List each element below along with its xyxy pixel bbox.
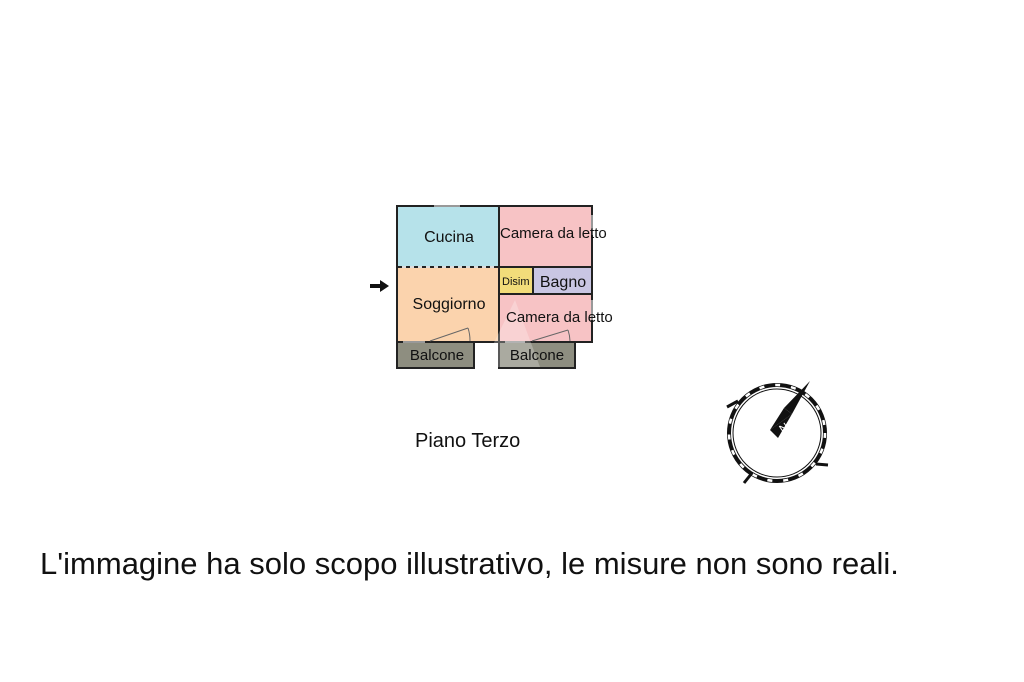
room-label-balcone-left: Balcone	[410, 347, 464, 364]
room-label-disim: Disim	[502, 276, 530, 288]
room-disim	[500, 268, 533, 293]
room-label-balcone-right: Balcone	[510, 347, 564, 364]
door-swings	[429, 327, 571, 342]
light-highlight	[482, 300, 540, 367]
room-soggiorno	[398, 268, 498, 341]
room-label-camera-bottom: Camera da letto	[506, 309, 613, 326]
room-bagno	[534, 268, 591, 293]
floor-label: Piano Terzo	[415, 430, 521, 452]
room-balcone-left	[398, 342, 474, 367]
disclaimer-text: L'immagine ha solo scopo illustrativo, l…	[40, 546, 899, 581]
room-label-bagno: Bagno	[540, 274, 586, 291]
room-label-camera-top: Camera da letto	[500, 225, 607, 242]
entrance-arrow-icon	[370, 280, 389, 292]
room-camera-top	[500, 207, 591, 266]
windows	[403, 205, 593, 343]
room-cucina	[398, 207, 498, 267]
room-balcone-right	[500, 342, 574, 367]
room-label-cucina: Cucina	[424, 229, 474, 246]
compass-icon: N	[726, 381, 829, 484]
room-camera-bottom	[500, 295, 591, 341]
room-label-soggiorno: Soggiorno	[413, 296, 486, 313]
